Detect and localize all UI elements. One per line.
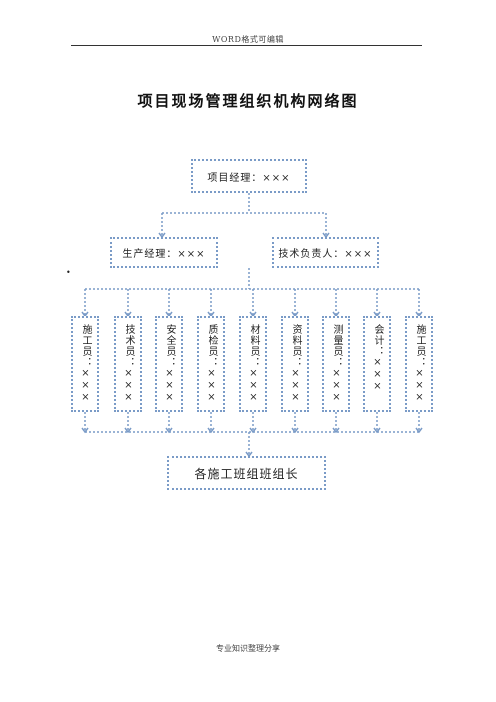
technical-lead-box: 技术负责人：××× — [272, 237, 379, 268]
role-title: 测量员： — [331, 324, 342, 368]
role-name: ××× — [164, 368, 175, 404]
role-title: 会计： — [372, 324, 383, 357]
role-box-4: 质检员：××× — [197, 316, 225, 412]
role-title: 施工员： — [414, 324, 425, 368]
team-leaders-label: 各施工班组班组长 — [194, 466, 299, 481]
role-name: ××× — [123, 368, 134, 404]
technical-lead-label: 技术负责人：××× — [278, 249, 373, 260]
role-name: ××× — [248, 368, 259, 404]
page-header: WORD格式可编辑 — [212, 35, 284, 44]
production-manager-box: 生产经理：××× — [110, 237, 218, 268]
role-box-2: 技术员：××× — [114, 316, 142, 412]
role-name: ××× — [206, 368, 217, 404]
role-title: 资料员： — [290, 324, 301, 368]
role-box-3: 安全员：××× — [155, 316, 183, 412]
chart-title: 项目现场管理组织机构网络图 — [137, 92, 359, 110]
role-title: 安全员： — [164, 324, 175, 368]
bullet-mark: • — [66, 268, 71, 277]
role-name: ××× — [372, 357, 383, 393]
team-leaders-box: 各施工班组班组长 — [167, 456, 326, 490]
header-divider — [71, 45, 422, 46]
role-title: 质检员： — [206, 324, 217, 368]
role-box-1: 施工员：××× — [71, 316, 99, 412]
role-box-6: 资料员：××× — [281, 316, 309, 412]
role-name: ××× — [290, 368, 301, 404]
role-name: ××× — [414, 368, 425, 404]
role-box-5: 材料员：××× — [239, 316, 267, 412]
role-name: ××× — [331, 368, 342, 404]
project-manager-box: 项目经理：××× — [191, 159, 307, 193]
production-manager-label: 生产经理：××× — [122, 249, 206, 260]
role-box-9: 施工员：××× — [405, 316, 433, 412]
role-box-8: 会计：××× — [363, 316, 391, 412]
role-box-7: 测量员：××× — [322, 316, 350, 412]
role-title: 技术员： — [123, 324, 134, 368]
role-title: 施工员： — [80, 324, 91, 368]
page-footer: 专业知识整理分享 — [216, 644, 280, 653]
role-name: ××× — [80, 368, 91, 404]
role-title: 材料员： — [248, 324, 259, 368]
project-manager-label: 项目经理：××× — [207, 172, 291, 184]
